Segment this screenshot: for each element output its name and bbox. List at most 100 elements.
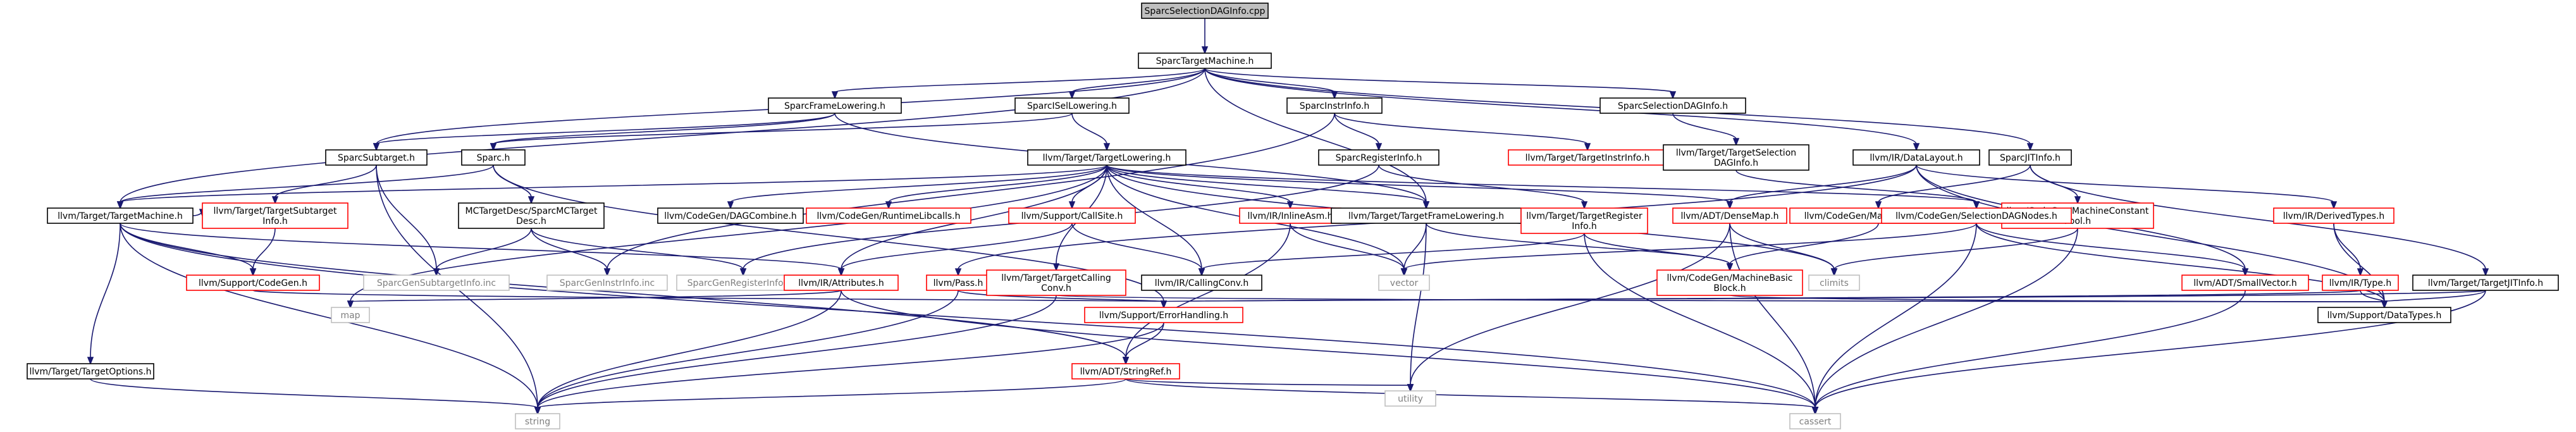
edge-sparctm-to-datalayout: [1204, 68, 1920, 152]
node-box: [1789, 413, 1841, 429]
edge-tm-to-stringref: [120, 223, 1130, 366]
node-box: [363, 275, 510, 291]
node-isellow[interactable]: SparcISelLowering.h: [1014, 97, 1130, 114]
node-stringref[interactable]: llvm/ADT/StringRef.h: [1071, 363, 1180, 380]
node-root[interactable]: SparcSelectionDAGInfo.cpp: [1141, 3, 1269, 19]
node-tframelow[interactable]: llvm/Target/TargetFrameLowering.h: [1331, 207, 1522, 224]
edge-machfunc-to-mbb: [1726, 223, 1879, 272]
edge-mcdesc-to-instrinc: [531, 228, 611, 277]
node-climits: climits: [1808, 275, 1860, 291]
node-label: llvm/Target/TargetLowering.h: [1043, 153, 1171, 163]
node-box: [1286, 97, 1383, 114]
node-box: [331, 307, 370, 323]
node-label: llvm/IR/Attributes.h: [798, 278, 884, 288]
node-box: [1378, 275, 1430, 291]
node-box: [1331, 207, 1522, 224]
node-box: [1141, 275, 1262, 291]
node-sparctm[interactable]: SparcTargetMachine.h: [1138, 52, 1272, 69]
node-derivedtypes[interactable]: llvm/IR/DerivedTypes.h: [2273, 207, 2394, 224]
edge-targetlow-to-tframelow: [1106, 164, 1430, 210]
node-label: llvm/Support/DataTypes.h: [2327, 311, 2442, 321]
node-tm[interactable]: llvm/Target/TargetMachine.h: [47, 207, 194, 224]
node-attributes[interactable]: llvm/IR/Attributes.h: [784, 275, 899, 291]
node-box: [2317, 307, 2451, 323]
node-subtarget[interactable]: SparcSubtarget.h: [325, 149, 428, 166]
node-targetopts[interactable]: llvm/Target/TargetOptions.h: [27, 363, 154, 380]
node-label: llvm/ADT/DenseMap.h: [1680, 211, 1778, 221]
node-label: string: [525, 417, 550, 427]
edge-errhandling-to-string: [534, 322, 1164, 416]
node-errhandling[interactable]: llvm/Support/ErrorHandling.h: [1084, 307, 1243, 323]
edge-datalayout-to-derivedtypes: [1916, 164, 2338, 210]
node-label: utility: [1398, 394, 1423, 404]
edge-smallvec-to-cassert: [1811, 290, 2246, 416]
node-irtype[interactable]: llvm/IR/Type.h: [2322, 275, 2399, 291]
node-targetjit[interactable]: llvm/Target/TargetJITInfo.h: [2412, 275, 2559, 291]
node-box: [1071, 363, 1180, 380]
node-datatypes[interactable]: llvm/Support/DataTypes.h: [2317, 307, 2451, 323]
node-tinstrinfo[interactable]: llvm/Target/TargetInstrInfo.h: [1508, 149, 1667, 166]
node-densemap[interactable]: llvm/ADT/DenseMap.h: [1672, 207, 1787, 224]
node-irconv[interactable]: llvm/IR/CallingConv.h: [1141, 275, 1262, 291]
node-inlineasm[interactable]: llvm/IR/InlineAsm.h: [1239, 207, 1341, 224]
node-box: [1318, 149, 1439, 166]
edge-instrinfo-to-tinstrinfo: [1334, 113, 1591, 152]
node-sparcjit[interactable]: SparcJITInfo.h: [1988, 149, 2072, 166]
edge-errhandling-to-stringref: [1122, 322, 1164, 366]
node-box: [2412, 275, 2559, 291]
edge-callsite-to-attributes: [837, 223, 1073, 277]
node-datalayout[interactable]: llvm/IR/DataLayout.h: [1852, 149, 1980, 166]
node-callsite[interactable]: llvm/Support/CallSite.h: [1008, 207, 1136, 224]
node-label: SparcGenRegisterInfo.inc: [687, 278, 799, 288]
node-label: SparcFrameLowering.h: [784, 101, 885, 111]
node-box: [1141, 3, 1269, 19]
node-instrinfo[interactable]: SparcInstrInfo.h: [1286, 97, 1383, 114]
node-seldaginfo[interactable]: SparcSelectionDAGInfo.h: [1599, 97, 1746, 114]
node-box: [461, 149, 526, 166]
node-targetlow[interactable]: llvm/Target/TargetLowering.h: [1027, 149, 1186, 166]
node-box: [515, 413, 560, 429]
edge-targetlow-to-dagcombine: [727, 164, 1107, 210]
node-label: llvm/IR/Type.h: [2329, 278, 2391, 288]
node-label: llvm/Pass.h: [934, 278, 983, 288]
node-label: llvm/Target/TargetSubtarget: [214, 206, 337, 216]
node-box: [1808, 275, 1860, 291]
node-string: string: [515, 413, 560, 429]
node-label: llvm/Target/TargetFrameLowering.h: [1348, 211, 1504, 221]
node-dagcombine[interactable]: llvm/CodeGen/DAGCombine.h: [657, 207, 804, 224]
node-box: [546, 275, 668, 291]
node-box: [1239, 207, 1341, 224]
node-rtlibcalls[interactable]: llvm/CodeGen/RuntimeLibcalls.h: [806, 207, 971, 224]
node-box: [986, 269, 1126, 296]
node-box: [1881, 207, 2072, 224]
node-label: climits: [1820, 278, 1849, 288]
node-supcodegen[interactable]: llvm/Support/CodeGen.h: [186, 275, 320, 291]
edge-datalayout-to-densemap: [1726, 164, 1917, 210]
node-framelow[interactable]: SparcFrameLowering.h: [768, 97, 902, 114]
node-smallvec[interactable]: llvm/ADT/SmallVector.h: [2181, 275, 2309, 291]
node-label: llvm/Target/TargetMachine.h: [58, 211, 183, 221]
edge-seldagnodes-to-vector: [1400, 223, 1977, 277]
node-box: [1008, 207, 1136, 224]
node-box: [27, 363, 154, 380]
node-reginfo[interactable]: SparcRegisterInfo.h: [1318, 149, 1439, 166]
node-sparch[interactable]: Sparc.h: [461, 149, 526, 166]
node-label: SparcGenInstrInfo.inc: [560, 278, 655, 288]
node-pass[interactable]: llvm/Pass.h: [926, 275, 990, 291]
node-box: [2181, 275, 2309, 291]
node-seldagnodes[interactable]: llvm/CodeGen/SelectionDAGNodes.h: [1881, 207, 2072, 224]
node-box: [2273, 207, 2394, 224]
node-label: llvm/Target/TargetInstrInfo.h: [1525, 153, 1650, 163]
node-label: SparcISelLowering.h: [1027, 101, 1117, 111]
edge-tregister-to-irconv: [1198, 233, 1585, 277]
node-box: [1084, 307, 1243, 323]
edge-tregister-to-cassert: [1584, 233, 1819, 416]
node-box: [1138, 52, 1272, 69]
